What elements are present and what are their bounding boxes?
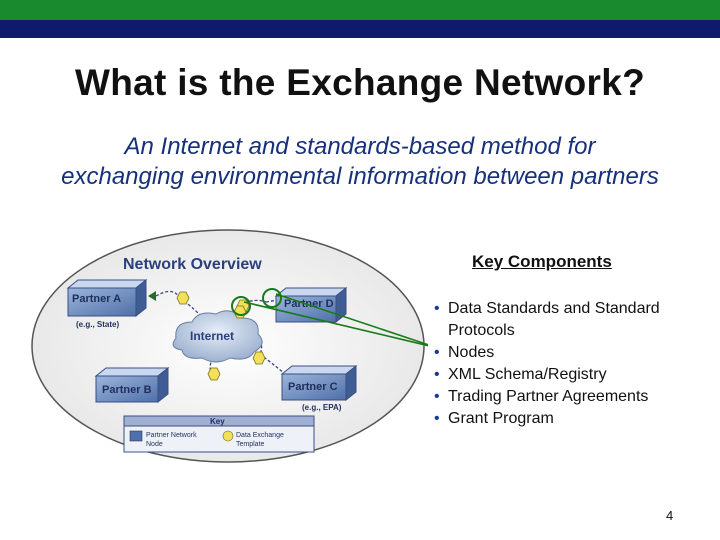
highlighted-template-1 <box>231 296 251 316</box>
internet-cloud: Internet <box>172 310 263 363</box>
arrow-icon <box>148 291 156 301</box>
key-components-list: Data Standards and Standard Protocols No… <box>432 298 712 430</box>
slide-title: What is the Exchange Network? <box>75 62 645 103</box>
key-item-1-line-2: Node <box>146 441 163 448</box>
diagram-key: Key Partner Network Node Data Exchange T… <box>123 415 315 453</box>
partner-b-node: Partner B <box>94 366 170 404</box>
key-item-2-line-2: Template <box>236 441 265 448</box>
subtitle-line-2: exchanging environmental information bet… <box>61 163 659 190</box>
key-components-heading: Key Components <box>472 252 612 271</box>
partner-c-node: Partner C (e.g., EPA) <box>280 364 358 412</box>
list-item: Data Standards and Standard Protocols <box>432 298 712 342</box>
diagram-heading: Network Overview <box>123 256 262 273</box>
page-number: 4 <box>666 508 674 523</box>
list-item: XML Schema/Registry <box>432 364 712 386</box>
partner-c-note: (e.g., EPA) <box>302 403 342 412</box>
list-item: Nodes <box>432 342 712 364</box>
partner-a-label: Partner A <box>72 293 121 305</box>
key-title: Key <box>210 417 225 426</box>
partner-a-node: Partner A (e.g., State) <box>66 278 148 329</box>
list-item: Trading Partner Agreements <box>432 386 712 408</box>
partner-b-label: Partner B <box>102 384 152 396</box>
key-item-1-line-1: Partner Network <box>146 432 197 439</box>
key-item-2-line-1: Data Exchange <box>236 432 284 439</box>
header-green-band <box>0 0 720 20</box>
callout-line-1 <box>243 301 428 347</box>
highlighted-template-2 <box>262 288 282 308</box>
header-navy-band <box>0 20 720 38</box>
callout-line-2 <box>275 293 428 346</box>
list-item: Grant Program <box>432 408 712 430</box>
internet-label: Internet <box>190 329 234 343</box>
network-overview-diagram: Network Overview Partner A (e.g., State)… <box>31 229 428 463</box>
partner-c-label: Partner C <box>288 381 338 393</box>
slide-subtitle: An Internet and standards-based method f… <box>0 132 720 192</box>
subtitle-line-1: An Internet and standards-based method f… <box>124 133 596 160</box>
partner-a-note: (e.g., State) <box>76 320 119 329</box>
